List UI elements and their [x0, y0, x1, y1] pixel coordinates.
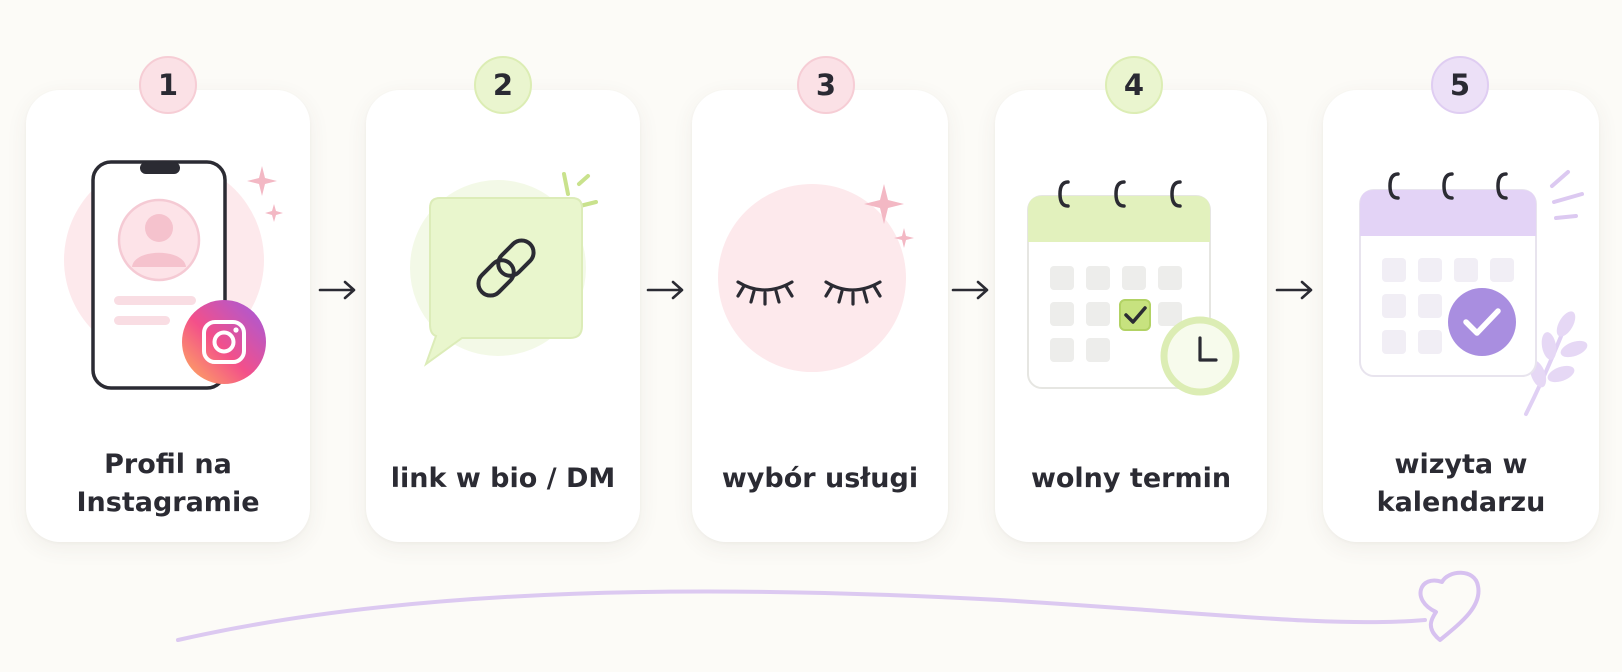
- step-label-3: wybór usługi: [721, 463, 919, 494]
- calendar-check-icon: [1359, 170, 1588, 416]
- step-label-5-line2: kalendarzu: [1376, 487, 1546, 518]
- check-circle-icon: [1448, 288, 1516, 356]
- swoosh-line: [176, 589, 1427, 642]
- arrow-right-icon: [951, 280, 989, 300]
- step-label-5-line1: wizyta w: [1394, 449, 1528, 480]
- heart-icon: [1418, 570, 1481, 642]
- step-label-1-line2: Instagramie: [76, 487, 260, 518]
- step-number-1: 1: [139, 56, 197, 114]
- step-label-1-line1: Profil na: [104, 449, 232, 480]
- step-number-4: 4: [1105, 56, 1163, 114]
- instagram-icon: [182, 300, 266, 384]
- link-chat-bubble-icon: [410, 172, 598, 367]
- step-number-3: 3: [797, 56, 855, 114]
- step-label-2: link w bio / DM: [390, 463, 616, 494]
- step-number-2: 2: [474, 56, 532, 114]
- link-icon: [476, 238, 536, 298]
- step-number-5: 5: [1431, 56, 1489, 114]
- step-label-1: Profil na Instagramie: [26, 446, 310, 522]
- step-label-4: wolny termin: [1030, 463, 1232, 494]
- clock-icon: [1160, 316, 1240, 396]
- arrow-right-icon: [1275, 280, 1313, 300]
- arrow-right-icon: [318, 280, 356, 300]
- leaf-sprig-icon: [1524, 311, 1588, 416]
- calendar-clock-icon: [1027, 180, 1240, 396]
- phone-profile-icon: [64, 160, 283, 390]
- arrow-right-icon: [646, 280, 684, 300]
- selected-day-check-icon: [1119, 299, 1151, 331]
- step-label-5: wizyta w kalendarzu: [1323, 446, 1599, 522]
- closed-eyelashes-icon: [718, 184, 914, 372]
